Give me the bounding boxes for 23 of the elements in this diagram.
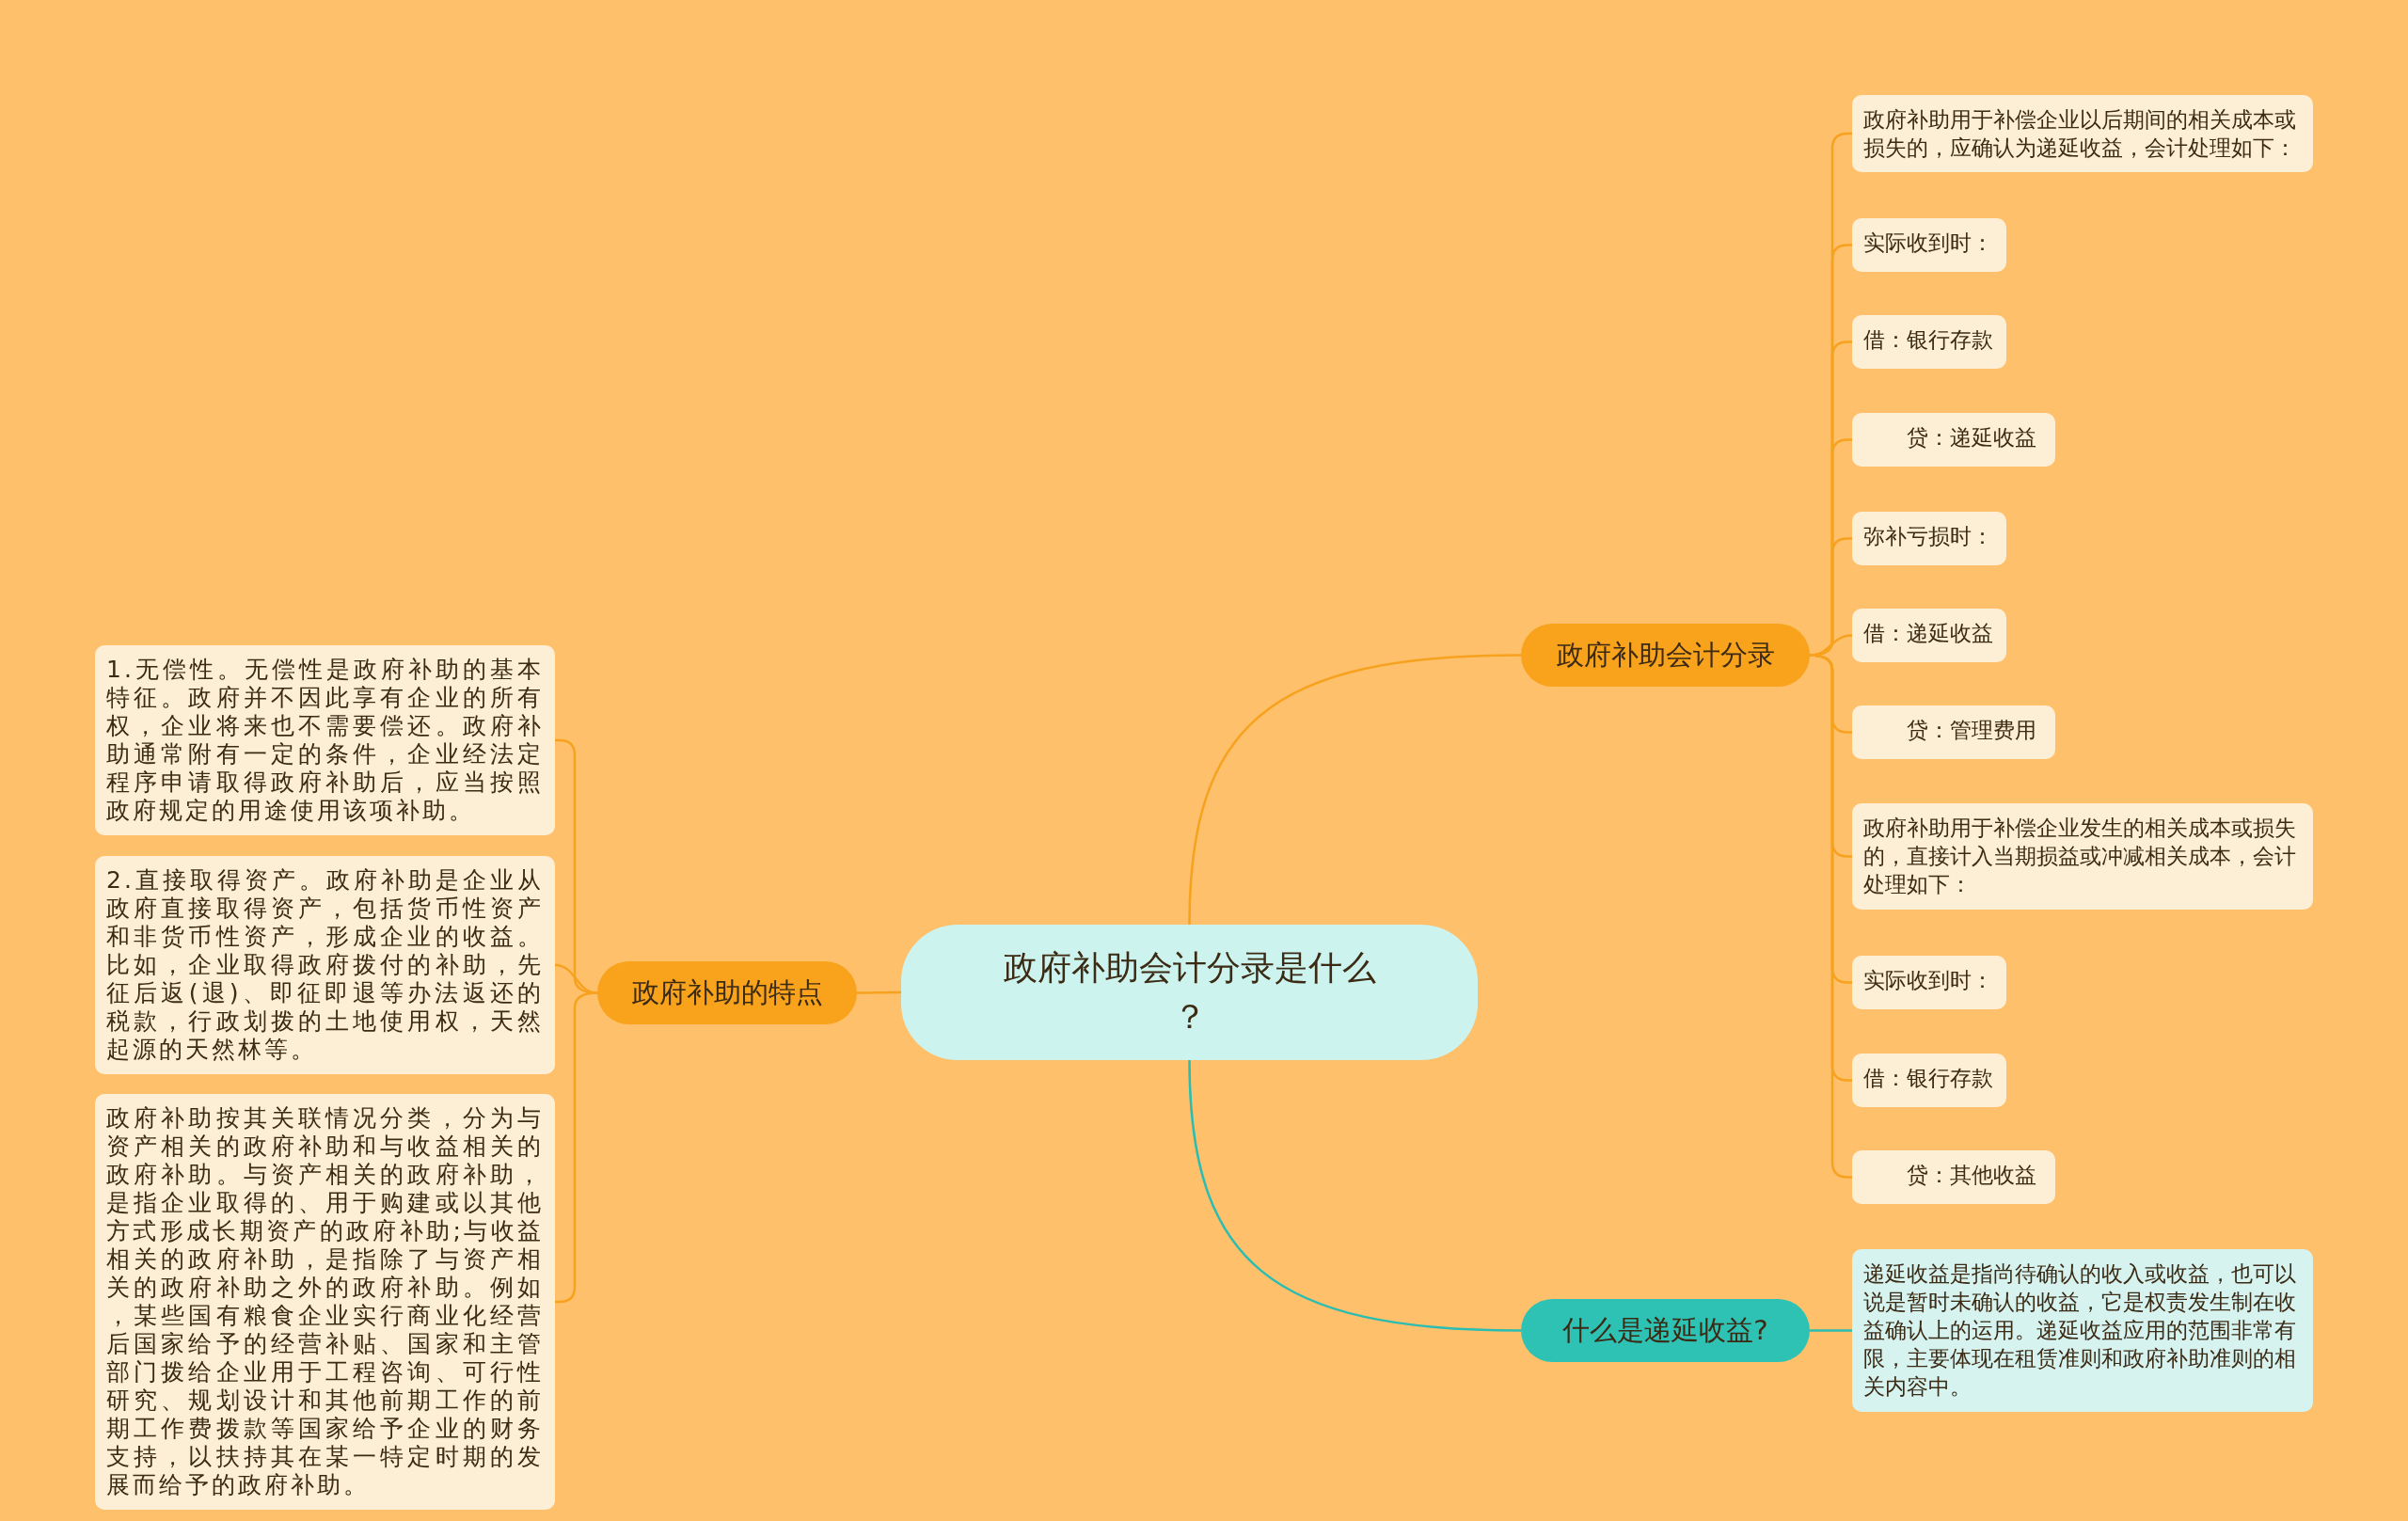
note-box: 弥补亏损时： (1852, 512, 2006, 565)
branch-topic: 政府补助会计分录 (1521, 624, 1810, 687)
note-box: 递延收益是指尚待确认的收入或收益，也可以说是暂时未确认的收益，它是权责发生制在收益确认上的运用。递延收益应用的范围非常有限，主要体现在租赁准则和政府补助准则的相关内容中。 (1852, 1249, 2313, 1412)
note-box: 政府补助按其关联情况分类，分为与资产相关的政府补助和与收益相关的政府补助。与资产相关的政府补助，是指企业取得的、用于购建或以其他方式形成长期资产的政府补助;与收益相关的政府补助，是指除了与资产相关的政府补助之外的政府补助。例如，某些国有粮食企业实行商业化经营后国家给予的经营补贴、国家和主管部门拨给企业用于工程咨询、可行性研究、规划设计和其他前期工作的前期工作费拨款等国家给予企业的财务支持，以扶持其在某一特定时期的发展而给予的政府补助。 (95, 1094, 555, 1510)
note-box: 1.无偿性。无偿性是政府补助的基本特征。政府并不因此享有企业的所有权，企业将来也不需要偿还。政府补助通常附有一定的条件，企业经法定程序申请取得政府补助后，应当按照政府规定的用途使用该项补助。 (95, 645, 555, 835)
connector-line (1188, 1059, 1522, 1332)
note-box: 贷：管理费用 (1852, 705, 2055, 759)
central-topic: 政府补助会计分录是什么？ (901, 925, 1478, 1060)
note-box: 借：银行存款 (1852, 1054, 2006, 1107)
note-box: 2.直接取得资产。政府补助是企业从政府直接取得资产，包括货币性资产和非货币性资产，形成企业的收益。比如，企业取得政府拨付的补助，先征后返(退)、即征即退等办法返还的税款，行政划拨的土地使用权，天然起源的天然林等。 (95, 856, 555, 1074)
note-box: 贷：递延收益 (1852, 413, 2055, 467)
connector-line (1810, 1329, 1852, 1332)
note-box: 贷：其他收益 (1852, 1150, 2055, 1204)
note-box: 政府补助用于补偿企业发生的相关成本或损失的，直接计入当期损益或冲减相关成本，会计处理如下： (1852, 803, 2313, 910)
note-box: 政府补助用于补偿企业以后期间的相关成本或损失的，应确认为递延收益，会计处理如下： (1852, 95, 2313, 172)
branch-topic: 什么是递延收益? (1521, 1299, 1810, 1362)
branch-topic: 政府补助的特点 (597, 961, 857, 1024)
connector-line (1188, 654, 1522, 926)
connector-line (857, 990, 901, 994)
note-box: 实际收到时： (1852, 218, 2006, 272)
note-box: 借：银行存款 (1852, 315, 2006, 369)
note-box: 借：递延收益 (1852, 609, 2006, 662)
note-box: 实际收到时： (1852, 956, 2006, 1009)
